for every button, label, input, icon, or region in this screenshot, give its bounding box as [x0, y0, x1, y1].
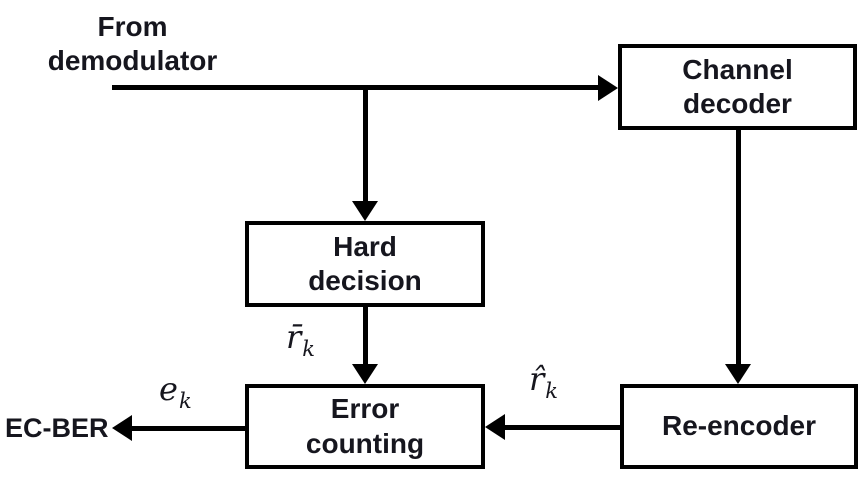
line-branch-to-hard-decision: [363, 85, 368, 203]
signal-label-e-k: ek: [159, 370, 192, 413]
arrowhead-into-channel-decoder-icon: [598, 75, 618, 101]
error-counting-label-line1: Error: [330, 393, 400, 425]
error-counting-block: Error counting: [245, 384, 485, 469]
ec-ber-output-label: EC-BER: [5, 413, 109, 443]
channel-decoder-block: Channel decoder: [618, 44, 857, 130]
re-encoder-label: Re-encoder: [661, 410, 817, 442]
line-demodulator-to-channel-decoder: [112, 85, 598, 90]
signal-label-r-hat-k: r̂k: [529, 360, 558, 403]
signal-e-base: e: [159, 370, 178, 408]
arrowhead-into-error-counting-right-icon: [485, 414, 505, 440]
from-demodulator-label-line1: From: [97, 11, 168, 42]
from-demodulator-label-line2: demodulator: [47, 44, 218, 76]
hard-decision-label-line2: decision: [308, 265, 422, 296]
arrowhead-into-re-encoder-icon: [725, 364, 751, 384]
hard-decision-block: Hard decision: [245, 221, 485, 307]
from-demodulator-label: From demodulator: [25, 10, 240, 77]
signal-r-bar-base: r̄: [286, 318, 302, 356]
signal-r-bar-subscript: k: [302, 337, 316, 361]
arrowhead-into-ec-ber-icon: [112, 415, 132, 441]
error-counting-label-line2: counting: [305, 427, 425, 459]
hard-decision-label-line1: Hard: [333, 230, 397, 262]
signal-r-hat-base: r̂: [529, 360, 545, 398]
signal-r-hat-subscript: k: [545, 379, 559, 403]
line-re-encoder-to-error-counting: [505, 425, 620, 430]
channel-decoder-label-line2: decoder: [683, 88, 792, 119]
re-encoder-block: Re-encoder: [620, 384, 858, 469]
signal-label-r-bar-k: r̄k: [286, 318, 315, 361]
arrowhead-into-hard-decision-icon: [352, 201, 378, 221]
line-channel-decoder-to-re-encoder: [736, 130, 741, 366]
line-hard-decision-to-error-counting: [363, 307, 368, 366]
arrowhead-into-error-counting-top-icon: [352, 364, 378, 384]
channel-decoder-label-line1: Channel: [682, 53, 793, 85]
signal-e-subscript: k: [178, 389, 192, 413]
line-error-counting-to-ec-ber: [132, 426, 245, 431]
